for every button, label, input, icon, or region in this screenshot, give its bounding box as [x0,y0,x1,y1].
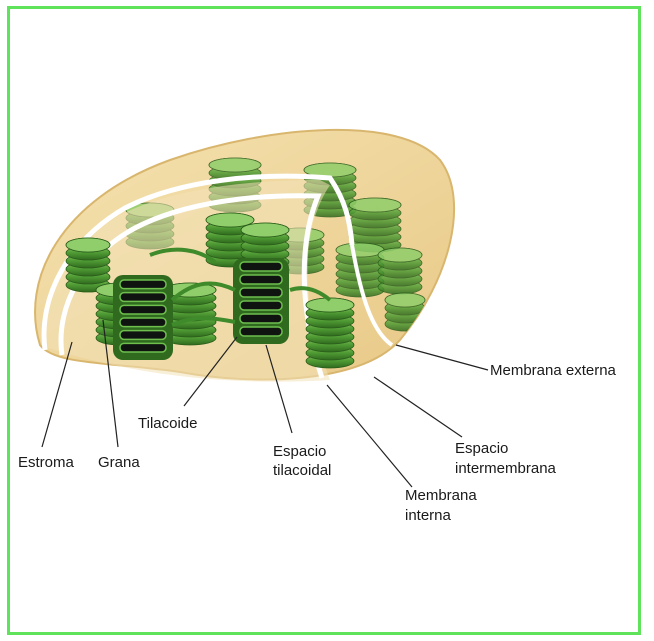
granum-stack [378,248,422,294]
label-espacio-tilacoidal-line2: tilacoidal [273,462,331,479]
label-estroma: Estroma [18,454,75,471]
label-espacio-tilacoidal-line1: Espacio [273,443,326,460]
label-membrana-interna-line2: interna [405,507,452,524]
granum-stack [385,293,425,331]
label-espacio-intermembrana-line1: Espacio [455,440,508,457]
label-grana: Grana [98,454,140,471]
label-espacio-intermembrana-line2: intermembrana [455,460,557,477]
label-tilacoide: Tilacoide [138,415,197,432]
granum-stack [306,298,354,368]
leader-membrana-externa [396,345,488,370]
label-membrana-externa: Membrana externa [490,362,617,379]
granum-stack [66,238,110,292]
leader-espacio-intermembrana [374,377,462,437]
leader-membrana-interna [327,385,412,487]
cut-granum-right [233,258,289,344]
cut-granum-left [113,275,173,360]
label-membrana-interna-line1: Membrana [405,487,477,504]
leader-estroma [42,342,72,447]
